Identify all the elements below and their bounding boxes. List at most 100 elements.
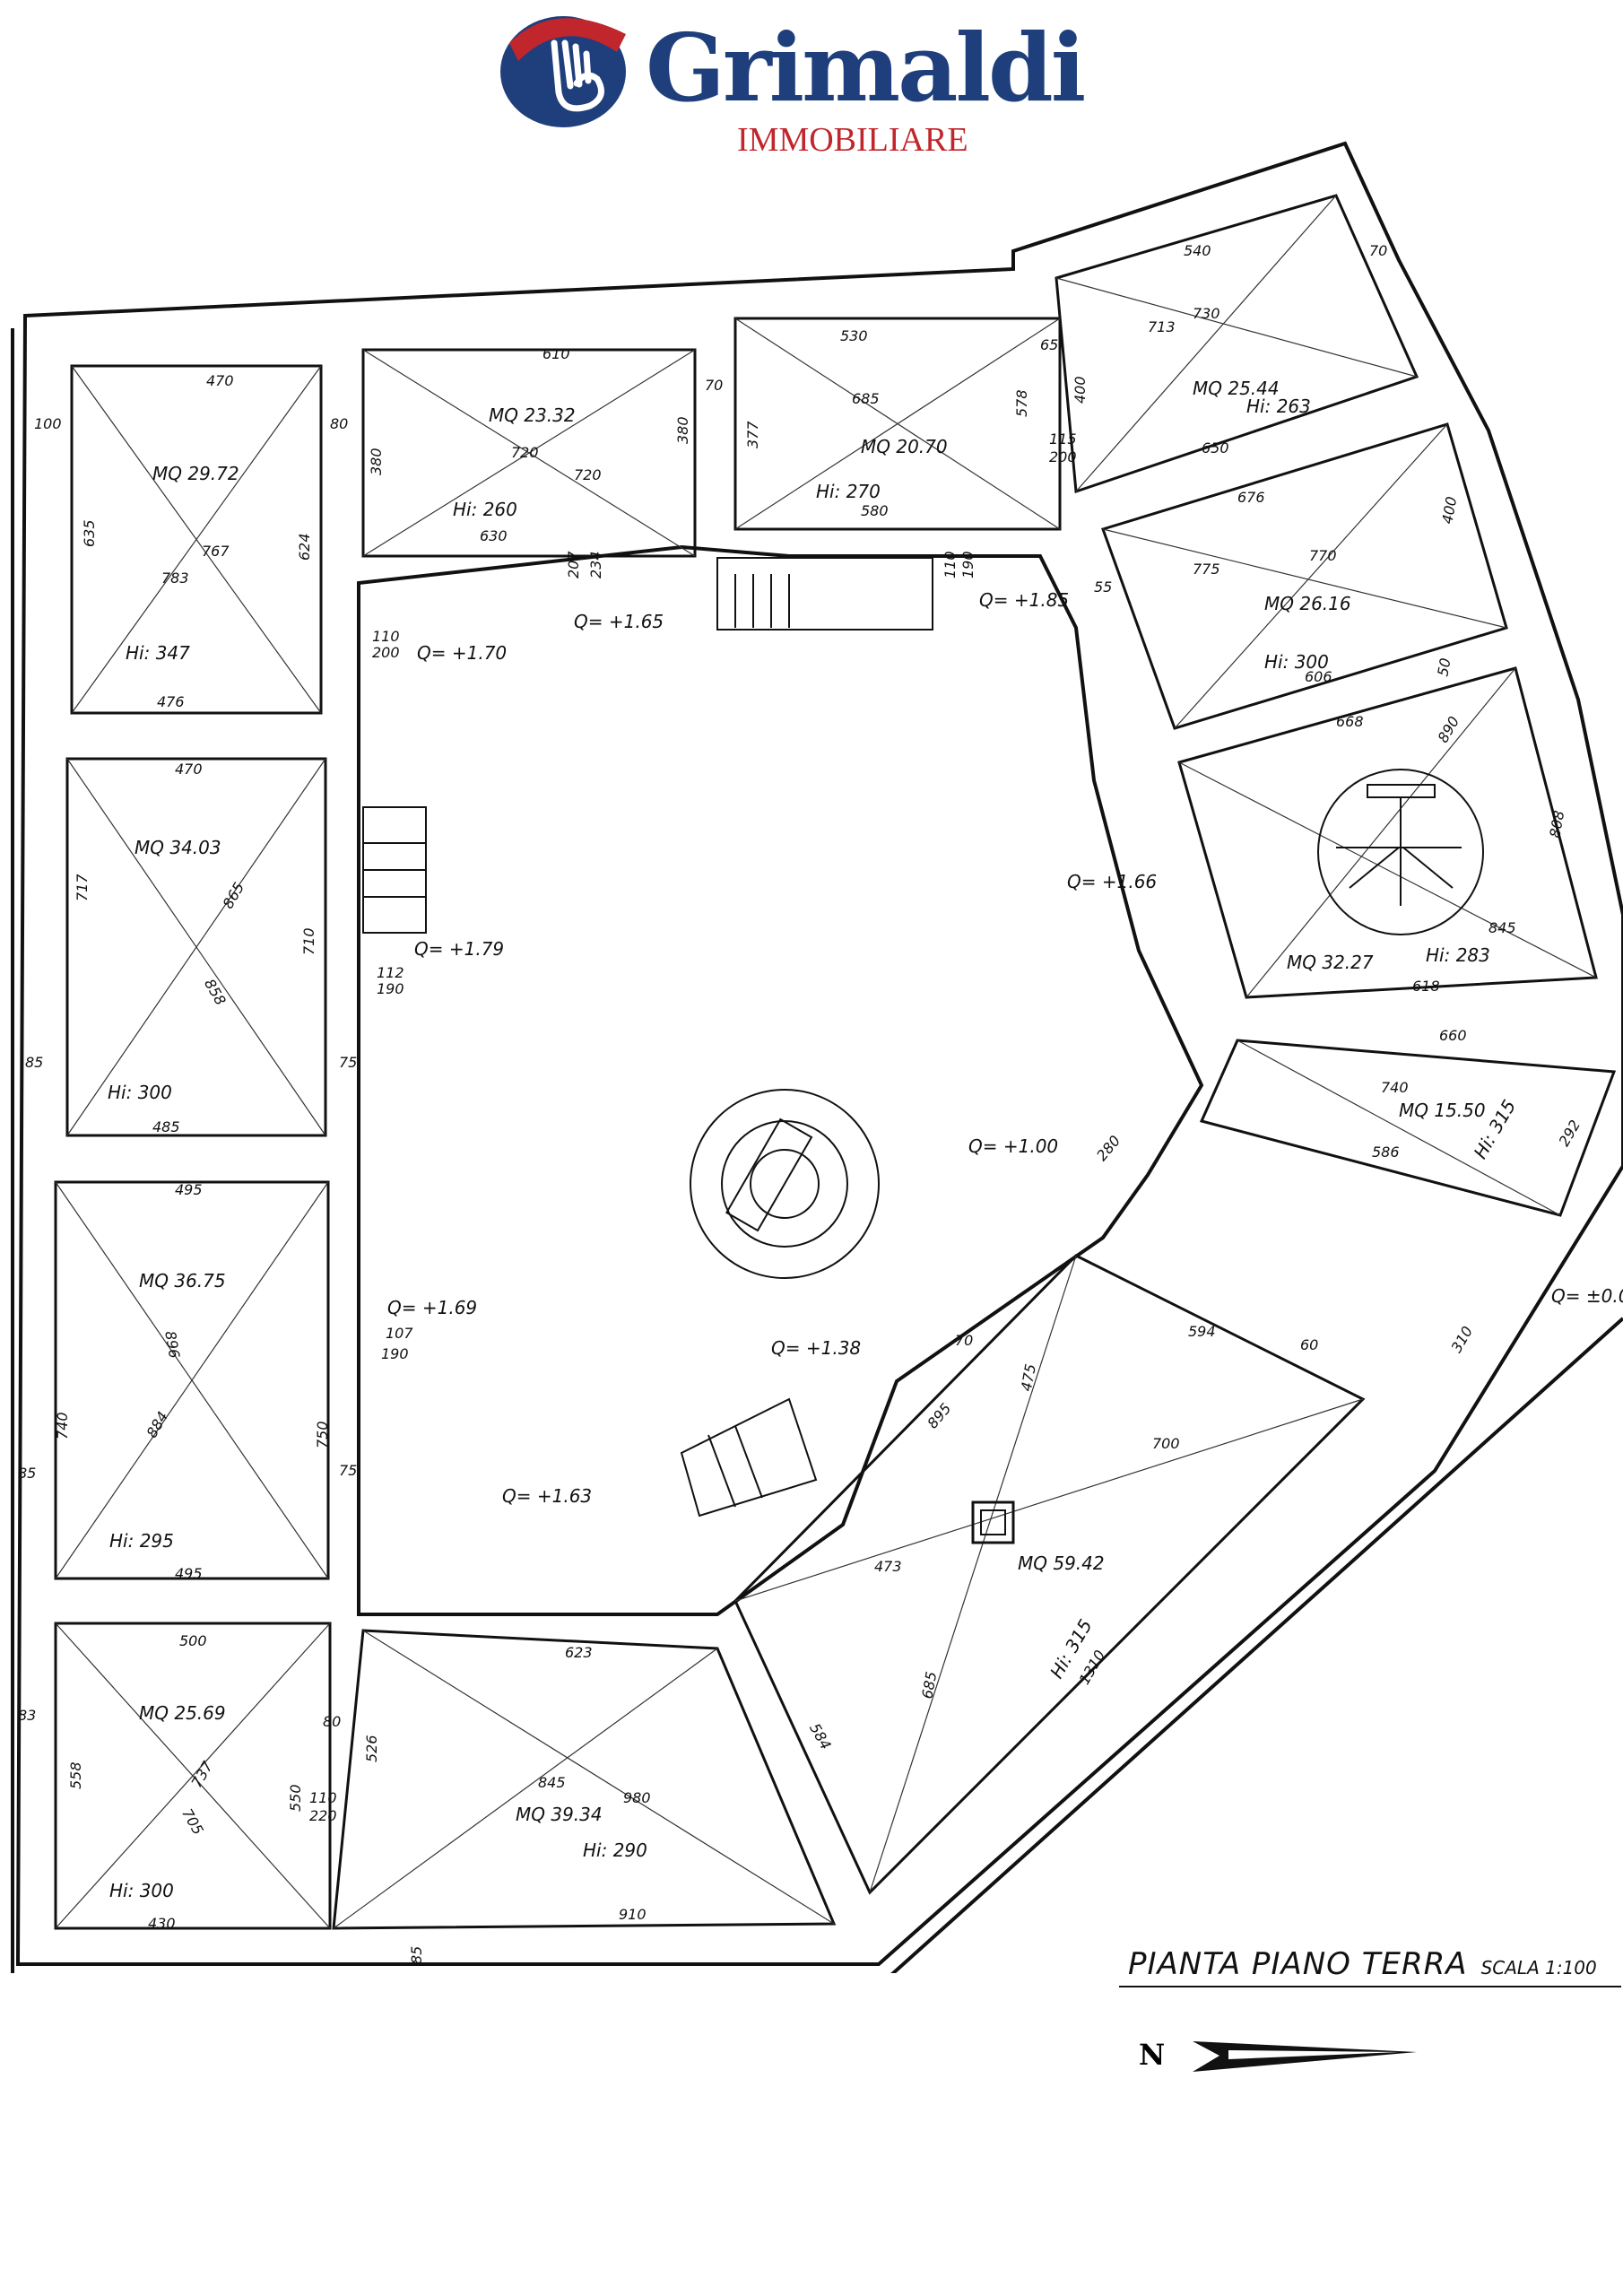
dimension-label: 550: [287, 1784, 304, 1812]
room-outline: [733, 317, 1062, 531]
outer-wall: [15, 141, 1623, 1966]
dimension-label: 85: [25, 1054, 43, 1071]
dimension-label: 55: [1094, 578, 1112, 596]
dimension-label: 668: [1336, 713, 1364, 730]
dimension-label: 190: [381, 1345, 409, 1362]
room-area-label: MQ 34.03: [135, 837, 221, 858]
dimension-label: 720: [511, 444, 539, 461]
dimension-label: 500: [179, 1632, 207, 1649]
dimension-label: 112: [377, 964, 404, 981]
room-outline: [361, 348, 697, 558]
dimension-label: 730: [1193, 305, 1220, 322]
dimension-label: 845: [1488, 919, 1516, 936]
courtyard-outline: [357, 544, 1204, 1616]
dimension-label: 470: [175, 761, 203, 778]
dimension-label: 85: [18, 1465, 36, 1482]
dimension-label: 676: [1237, 489, 1265, 506]
room-height-label: Hi: 260: [453, 499, 517, 520]
brand-logo: Grimaldi IMMOBILIARE: [491, 7, 1086, 160]
dimension-label: 808: [1546, 809, 1567, 839]
room-area-label: MQ 29.72: [152, 463, 239, 484]
dimension-label: 190: [959, 551, 976, 578]
dimension-label: 60: [1300, 1336, 1318, 1353]
room-area-label: MQ 20.70: [861, 436, 948, 457]
dimension-label: 476: [157, 693, 185, 710]
dimension-label: 75: [339, 1054, 357, 1071]
dimension-label: 400: [1438, 495, 1460, 525]
room-area-label: MQ 26.16: [1264, 593, 1351, 614]
dimension-label: 594: [1188, 1323, 1216, 1340]
dimension-label: 530: [840, 327, 868, 344]
dimension-label: 720: [574, 466, 602, 483]
plan-title: PIANTA PIANO TERRA: [1128, 1946, 1468, 1982]
dimension-label: 70: [1369, 242, 1387, 259]
dimension-label: 980: [623, 1789, 651, 1806]
title-underline: [1119, 1986, 1621, 1987]
dimension-label: 310: [1448, 1323, 1477, 1355]
dimension-label: 685: [918, 1670, 940, 1700]
room-fountain: [1317, 769, 1484, 935]
room-outline: [54, 1180, 330, 1580]
dimension-label: 783: [161, 570, 189, 587]
dimension-label: 775: [1193, 561, 1220, 578]
room-area-label: MQ 15.50: [1399, 1100, 1486, 1121]
level-label: Q= +1.79: [414, 938, 504, 960]
dimension-label: 234: [587, 551, 604, 578]
room-area-label: MQ 25.69: [139, 1702, 226, 1724]
dimension-label: 115: [1049, 430, 1077, 448]
dimension-label: 845: [538, 1774, 566, 1791]
dimension-label: 200: [372, 644, 400, 661]
level-label: Q= +1.85: [979, 589, 1069, 611]
dimension-label: 190: [377, 980, 404, 997]
level-label: Q= +1.38: [771, 1337, 861, 1359]
dimension-label: 50: [1434, 657, 1454, 677]
dimension-label: 610: [542, 345, 570, 362]
dimension-label: 220: [309, 1807, 337, 1824]
room-outline: [65, 757, 327, 1137]
dimension-label: 700: [1152, 1435, 1180, 1452]
dimension-label: 624: [296, 533, 313, 561]
dimension-label: 586: [1372, 1144, 1400, 1161]
room-height-label: Hi: 283: [1426, 944, 1490, 966]
dimension-label: 495: [175, 1565, 203, 1582]
room-area-label: MQ 25.44: [1193, 378, 1280, 399]
dimension-label: 540: [1184, 242, 1211, 259]
dimension-label: 430: [148, 1915, 176, 1932]
plan-legend: PIANTA PIANO TERRA SCALA 1:100: [1119, 1946, 1621, 1987]
dimension-label: 884: [143, 1408, 172, 1440]
dimension-label: 650: [1202, 439, 1229, 457]
brand-subtitle: IMMOBILIARE: [737, 121, 968, 159]
level-label: Q= +1.66: [1067, 871, 1157, 892]
dimension-label: 580: [861, 502, 889, 519]
room-outline: [54, 1622, 332, 1930]
brand-name: Grimaldi: [646, 13, 1086, 123]
room-outline: [332, 1629, 837, 1930]
dimension-label: 737: [188, 1758, 217, 1791]
room-area-label: MQ 23.32: [489, 404, 576, 426]
room-outline: [1199, 1039, 1617, 1217]
dimension-label: 495: [175, 1181, 203, 1198]
dimension-label: 606: [1305, 668, 1332, 685]
dimension-label: 705: [178, 1805, 207, 1838]
dimension-label: 207: [565, 551, 582, 578]
level-label: Q= +1.70: [417, 642, 507, 664]
dimension-label: 107: [386, 1325, 413, 1342]
dimension-label: 485: [152, 1118, 180, 1135]
room-outline: [1055, 194, 1419, 494]
room-height-label: Hi: 263: [1246, 396, 1311, 417]
dimension-label: 710: [300, 927, 317, 955]
dimension-label: 75: [339, 1462, 357, 1479]
dimension-label: 717: [74, 874, 91, 901]
room-height-label: Hi: 295: [109, 1530, 174, 1552]
north-label: N: [1139, 2038, 1166, 2072]
dimension-label: 380: [674, 416, 691, 444]
room-area-label: MQ 59.42: [1018, 1552, 1105, 1574]
dimension-label: 80: [330, 415, 348, 432]
dimension-label: 558: [67, 1761, 84, 1789]
room-area-label: MQ 36.75: [139, 1270, 226, 1292]
dimension-label: 584: [806, 1720, 835, 1752]
level-label: Q= +1.65: [574, 611, 664, 632]
floor-plan: MQ 29.72 Hi: 347 MQ 23.32 Hi: 260 MQ 20.…: [11, 141, 1623, 1973]
dimension-label: 380: [368, 448, 385, 475]
room-height-label: Hi: 290: [583, 1839, 647, 1861]
